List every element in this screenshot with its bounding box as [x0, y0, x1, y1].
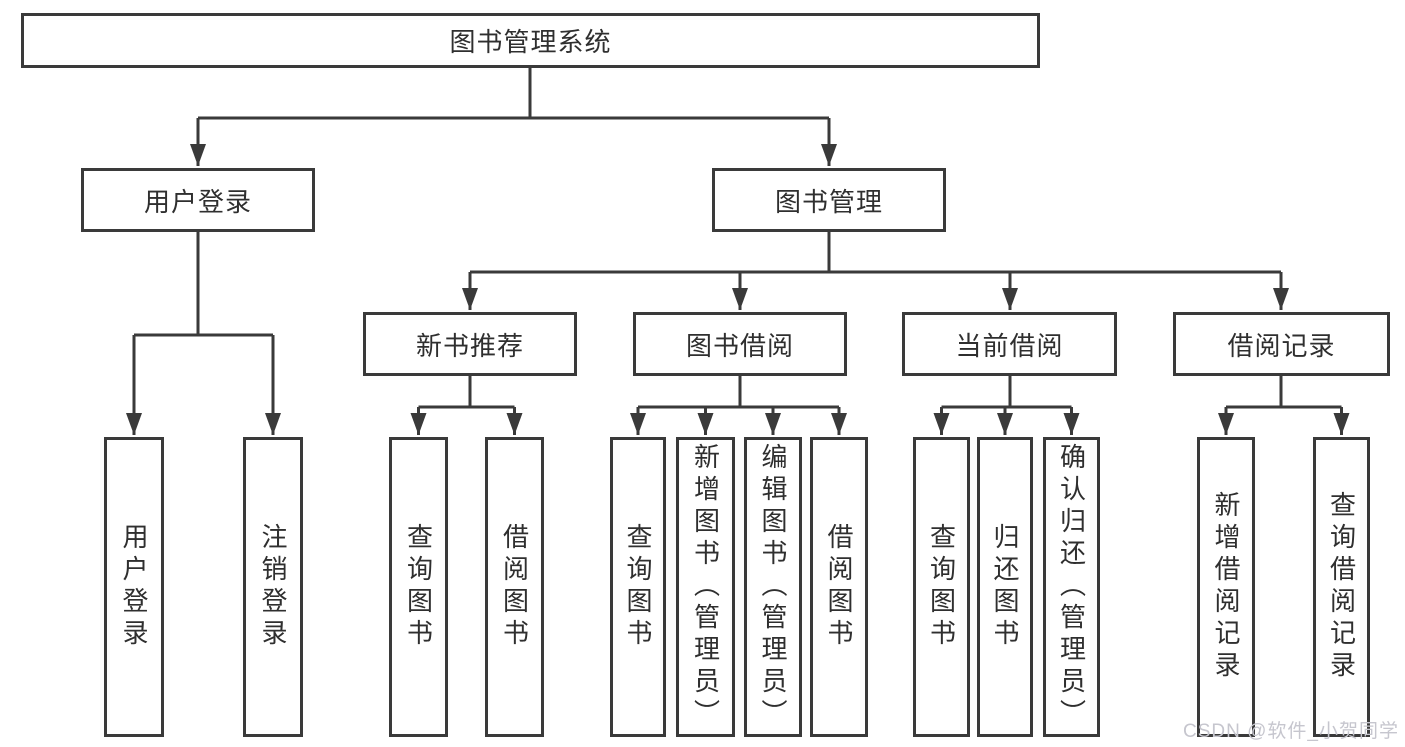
- node-book-borrow-label: 图书借阅: [685, 330, 794, 361]
- leaf-query-books-3: 查询图书: [913, 437, 970, 737]
- leaf-confirm-return-admin: 确认归还（管理员）: [1043, 437, 1100, 737]
- leaf-user-login-label: 用户登录: [119, 523, 149, 651]
- leaf-query-borrow-record-label: 查询借阅记录: [1326, 491, 1357, 683]
- leaf-edit-books-admin: 编辑图书（管理员）: [744, 437, 802, 737]
- leaf-borrow-books-2: 借阅图书: [810, 437, 868, 737]
- node-borrow-records-label: 借阅记录: [1227, 330, 1336, 361]
- node-root-label: 图书管理系统: [449, 27, 612, 57]
- leaf-confirm-return-admin-label: 确认归还（管理员）: [1056, 443, 1087, 731]
- csdn-watermark: CSDN @软件_小贺同学: [1183, 721, 1399, 742]
- leaf-user-login: 用户登录: [104, 437, 164, 737]
- leaf-borrow-books-2-label: 借阅图书: [824, 523, 854, 651]
- node-new-book-recommend-label: 新书推荐: [415, 330, 524, 361]
- leaf-return-books-label: 归还图书: [990, 523, 1020, 651]
- leaf-add-books-admin-label: 新增图书（管理员）: [690, 443, 721, 731]
- node-current-borrow: 当前借阅: [902, 312, 1117, 376]
- arrowheads: [126, 118, 1350, 435]
- leaf-borrow-books-1-label: 借阅图书: [499, 523, 530, 651]
- leaf-query-books-1-label: 查询图书: [403, 523, 434, 651]
- node-borrow-records: 借阅记录: [1173, 312, 1390, 376]
- leaf-query-books-1: 查询图书: [389, 437, 448, 737]
- leaf-add-borrow-record-label: 新增借阅记录: [1211, 491, 1241, 683]
- leaf-add-books-admin: 新增图书（管理员）: [676, 437, 735, 737]
- node-book-borrow: 图书借阅: [633, 312, 847, 376]
- leaf-logout-label: 注销登录: [258, 523, 288, 651]
- leaf-query-borrow-record: 查询借阅记录: [1313, 437, 1370, 737]
- node-root-system: 图书管理系统: [21, 13, 1040, 68]
- leaf-add-borrow-record: 新增借阅记录: [1197, 437, 1255, 737]
- leaf-query-books-2: 查询图书: [610, 437, 666, 737]
- leaf-query-books-2-label: 查询图书: [623, 523, 653, 651]
- node-book-management: 图书管理: [712, 168, 946, 232]
- node-new-book-recommend: 新书推荐: [363, 312, 577, 376]
- leaf-return-books: 归还图书: [977, 437, 1033, 737]
- node-current-borrow-label: 当前借阅: [955, 330, 1064, 361]
- leaf-borrow-books-1: 借阅图书: [485, 437, 544, 737]
- node-user-login: 用户登录: [81, 168, 315, 232]
- leaf-query-books-3-label: 查询图书: [926, 523, 957, 651]
- node-user-login-label: 用户登录: [143, 186, 252, 217]
- node-book-management-label: 图书管理: [774, 186, 883, 217]
- leaf-edit-books-admin-label: 编辑图书（管理员）: [758, 443, 788, 731]
- leaf-logout: 注销登录: [243, 437, 303, 737]
